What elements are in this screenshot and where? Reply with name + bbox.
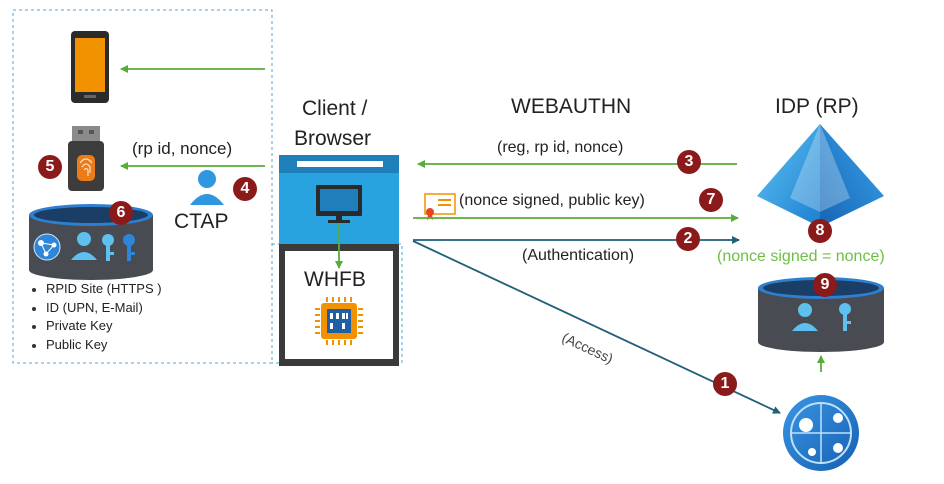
- ctap-user-icon: [190, 170, 224, 205]
- chip-icon: [315, 297, 363, 345]
- whfb-label: WHFB: [304, 268, 366, 291]
- key-icon: [123, 234, 135, 261]
- web-app-globe-icon: [783, 395, 859, 471]
- idp-pyramid-icon: [757, 124, 884, 227]
- list-item: Public Key: [30, 336, 162, 355]
- reg-rp-id-nonce-label: (reg, rp id, nonce): [497, 139, 624, 156]
- step-badge-7: 7: [699, 188, 723, 212]
- step-badge-3: 3: [677, 150, 701, 174]
- monitor-icon: [316, 185, 362, 223]
- step-badge-1: 1: [713, 372, 737, 396]
- idp-database: [758, 277, 884, 352]
- client-browser-title-line1: Client /: [302, 97, 368, 120]
- certificate-icon: [424, 193, 456, 220]
- authentication-label: (Authentication): [522, 247, 635, 264]
- client-browser-title-line2: Browser: [294, 127, 372, 150]
- step-badge-8: 8: [808, 219, 832, 243]
- step-badge-5: 5: [38, 155, 62, 179]
- step-badge-4: 4: [233, 177, 257, 201]
- list-item: RPID Site (HTTPS ): [30, 280, 162, 299]
- step-badge-9: 9: [813, 273, 837, 297]
- key-icon: [839, 303, 851, 331]
- authenticator-attribute-list: RPID Site (HTTPS ) ID (UPN, E-Mail) Priv…: [30, 280, 162, 354]
- user-icon: [792, 303, 818, 331]
- user-icon: [71, 232, 97, 260]
- ctap-label: CTAP: [174, 210, 229, 233]
- rp-id-nonce-label: (rp id, nonce): [132, 139, 233, 158]
- nonce-signed-public-key-label: (nonce signed, public key): [459, 192, 645, 209]
- nonce-check-label: (nonce signed = nonce): [717, 248, 885, 265]
- list-item: ID (UPN, E-Mail): [30, 299, 162, 318]
- webauthn-title: WEBAUTHN: [511, 95, 632, 118]
- idp-title: IDP (RP): [775, 95, 859, 118]
- step-badge-2: 2: [676, 227, 700, 251]
- step-badge-6: 6: [109, 201, 133, 225]
- phone-icon: [71, 31, 109, 103]
- key-icon: [102, 234, 114, 261]
- list-item: Private Key: [30, 317, 162, 336]
- globe-icon: [33, 233, 61, 261]
- fingerprint-icon: [79, 158, 93, 176]
